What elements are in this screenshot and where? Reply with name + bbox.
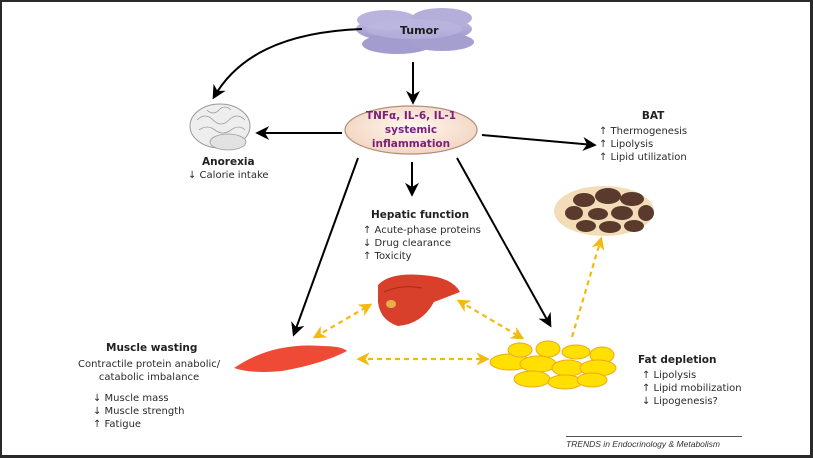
fat-title: Fat depletion [638, 354, 717, 366]
fat-label: Fat depletion ↑ Lipolysis ↑ Lipid mobili… [638, 354, 742, 408]
dashed-arrow-fat-bat [570, 236, 605, 338]
bat-tissue-icon [554, 186, 654, 236]
hepatic-item: ↑ Acute-phase proteins [363, 225, 481, 236]
muscle-item: ↓ Muscle strength [93, 406, 185, 417]
fat-item: ↑ Lipolysis [642, 370, 697, 381]
arrow-inflammation-to-fat [456, 157, 552, 328]
tumor-icon [356, 8, 474, 54]
fat-cells-icon [489, 340, 617, 390]
inflammation-subtitle: systemic inflammation [371, 124, 451, 150]
inflammation-cytokines: TNFα, IL-6, IL-1 [365, 110, 457, 122]
hepatic-label: Hepatic function ↑ Acute-phase proteins … [363, 209, 481, 263]
bat-title: BAT [641, 110, 665, 122]
brain-icon [189, 103, 251, 151]
hepatic-item: ↑ Toxicity [363, 251, 412, 262]
muscle-label: Muscle wasting Contractile protein anabo… [78, 342, 220, 431]
hepatic-item: ↓ Drug clearance [363, 238, 452, 249]
muscle-desc: Contractile protein anabolic/ [78, 359, 221, 370]
bat-item: ↑ Lipolysis [599, 139, 654, 150]
fat-item: ↑ Lipid mobilization [642, 383, 742, 394]
inflammation-node: TNFα, IL-6, IL-1 systemic inflammation [346, 107, 476, 153]
hepatic-title: Hepatic function [371, 209, 470, 221]
fat-item: ↓ Lipogenesis? [642, 396, 718, 407]
bat-item: ↑ Lipid utilization [599, 152, 687, 163]
inflammation-ellipse [344, 105, 478, 155]
anorexia-label: Anorexia ↓ Calorie intake [188, 156, 269, 182]
muscle-desc: catabolic imbalance [98, 372, 200, 383]
muscle-icon [234, 345, 347, 372]
journal-footer: TRENDS in Endocrinology & Metabolism [566, 436, 742, 449]
arrow-inflammation-to-bat [481, 134, 597, 151]
dashed-arrow-muscle-liver [312, 303, 373, 339]
bat-label: BAT ↑ Thermogenesis ↑ Lipolysis ↑ Lipid … [599, 110, 687, 164]
bat-item: ↑ Thermogenesis [599, 126, 688, 137]
arrow-tumor-to-anorexia [212, 28, 363, 100]
anorexia-title: Anorexia [201, 156, 255, 168]
arrow-inflammation-to-muscle [291, 157, 359, 337]
liver-icon [378, 274, 460, 326]
anorexia-item: ↓ Calorie intake [188, 170, 269, 181]
muscle-title: Muscle wasting [106, 342, 198, 354]
muscle-item: ↓ Muscle mass [93, 393, 169, 404]
dashed-arrow-liver-fat [456, 299, 525, 340]
tumor-label: Tumor [400, 24, 439, 37]
muscle-item: ↑ Fatigue [93, 419, 142, 430]
